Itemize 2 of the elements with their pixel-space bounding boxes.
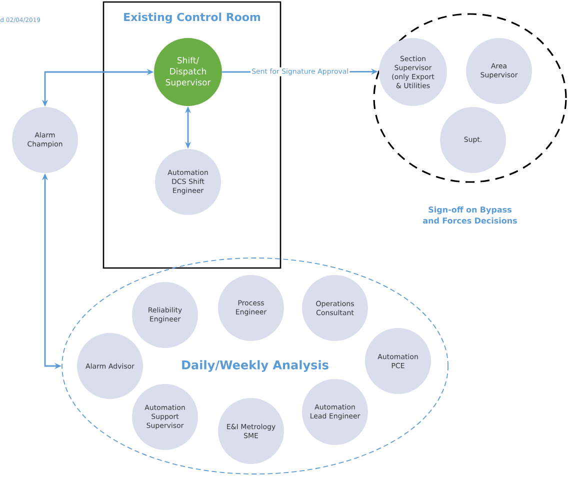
group-title: Existing Control Room xyxy=(124,12,260,24)
group-caption: Sign-off on Bypass and Forces Decisions xyxy=(423,206,517,224)
